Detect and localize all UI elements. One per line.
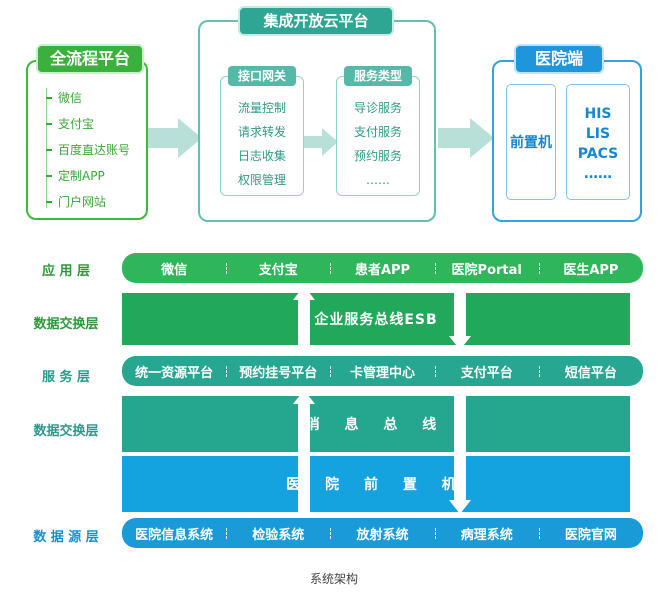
- services-items: 导诊服务 支付服务 预约服务 ……: [336, 96, 420, 192]
- service-cell: 支付平台: [434, 362, 539, 381]
- hospital-systems-box: [566, 84, 630, 200]
- list-item: 支付宝: [44, 116, 130, 142]
- app-cell: 患者APP: [330, 259, 434, 278]
- gateway-box: [220, 76, 304, 196]
- list-item: 支付服务: [353, 125, 402, 139]
- application-layer-bar: 微信 支付宝 患者APP 医院Portal 医生APP: [122, 253, 643, 283]
- message-bus-block: 消 息 总 线: [122, 396, 630, 452]
- gateway-title: 接口网关: [228, 66, 296, 86]
- data-exchange-layer-label: 数据交换层: [33, 424, 99, 439]
- list-item: 流量控制: [237, 101, 286, 115]
- app-cell: 医院Portal: [434, 259, 539, 278]
- list-item: 定制APP: [44, 168, 130, 194]
- full-process-list: 微信 支付宝 百度直达账号 定制APP 门户网站: [44, 90, 130, 220]
- source-cell: 医院信息系统: [135, 527, 214, 543]
- source-cell: 检验系统: [226, 524, 330, 543]
- list-item: ……: [584, 166, 612, 182]
- service-cell: 统一资源平台: [135, 365, 214, 381]
- full-process-platform-title: 全流程平台: [36, 44, 144, 74]
- app-cell: 医生APP: [538, 259, 643, 278]
- list-item: 预约服务: [353, 149, 402, 163]
- hospital-front-label: 医 院 前 置 机: [286, 477, 466, 493]
- list-item: PACS: [577, 146, 619, 162]
- cloud-platform-title: 集成开放云平台: [238, 6, 394, 36]
- hospital-title: 医院端: [514, 44, 604, 74]
- service-cell: 预约挂号平台: [226, 362, 330, 381]
- message-bus-label: 消 息 总 线: [305, 417, 447, 433]
- service-layer-bar: 统一资源平台 预约挂号平台 卡管理中心 支付平台 短信平台: [122, 356, 643, 386]
- app-cell: 微信: [161, 262, 188, 278]
- list-item: 请求转发: [237, 125, 286, 139]
- source-cell: 病理系统: [434, 524, 539, 543]
- data-source-layer-label: 数 据 源 层: [33, 530, 99, 545]
- list-item: ……: [366, 173, 390, 187]
- services-title: 服务类型: [344, 66, 412, 86]
- front-machine-label: 前置机: [510, 135, 552, 151]
- list-item: 百度直达账号: [44, 142, 130, 168]
- application-layer-label: 应 用 层: [41, 264, 91, 279]
- list-item: 导诊服务: [353, 101, 402, 115]
- list-item: 权限管理: [237, 173, 286, 187]
- esb-label: 企业服务总线ESB: [314, 312, 438, 328]
- front-machine-box: [506, 84, 556, 200]
- source-cell: 放射系统: [330, 524, 434, 543]
- flow-arrow-right-icon: [148, 118, 202, 158]
- services-box: [336, 76, 420, 196]
- hospital-front-block: 医 院 前 置 机: [122, 456, 630, 512]
- list-item: HIS: [584, 106, 612, 122]
- data-source-layer-bar: 医院信息系统 检验系统 放射系统 病理系统 医院官网: [122, 518, 643, 548]
- diagram-caption: 系统架构: [309, 572, 358, 586]
- flow-arrow-right-icon: [438, 118, 494, 158]
- service-layer-label: 服 务 层: [41, 370, 91, 385]
- full-process-list-line: [46, 88, 47, 208]
- gateway-to-services-arrow-icon: [304, 128, 338, 156]
- esb-block: 企业服务总线ESB: [122, 293, 630, 345]
- gateway-items: 流量控制 请求转发 日志收集 权限管理: [220, 96, 304, 192]
- service-cell: 短信平台: [538, 362, 643, 381]
- service-cell: 卡管理中心: [330, 362, 434, 381]
- data-exchange-layer-label: 数据交换层: [33, 317, 99, 332]
- hospital-systems-list: HIS LIS PACS ……: [566, 104, 630, 184]
- list-item: LIS: [585, 126, 611, 142]
- list-item: 微信: [44, 90, 130, 116]
- app-cell: 支付宝: [226, 259, 330, 278]
- list-item: 日志收集: [237, 149, 286, 163]
- source-cell: 医院官网: [538, 524, 643, 543]
- list-item: 门户网站: [44, 194, 130, 220]
